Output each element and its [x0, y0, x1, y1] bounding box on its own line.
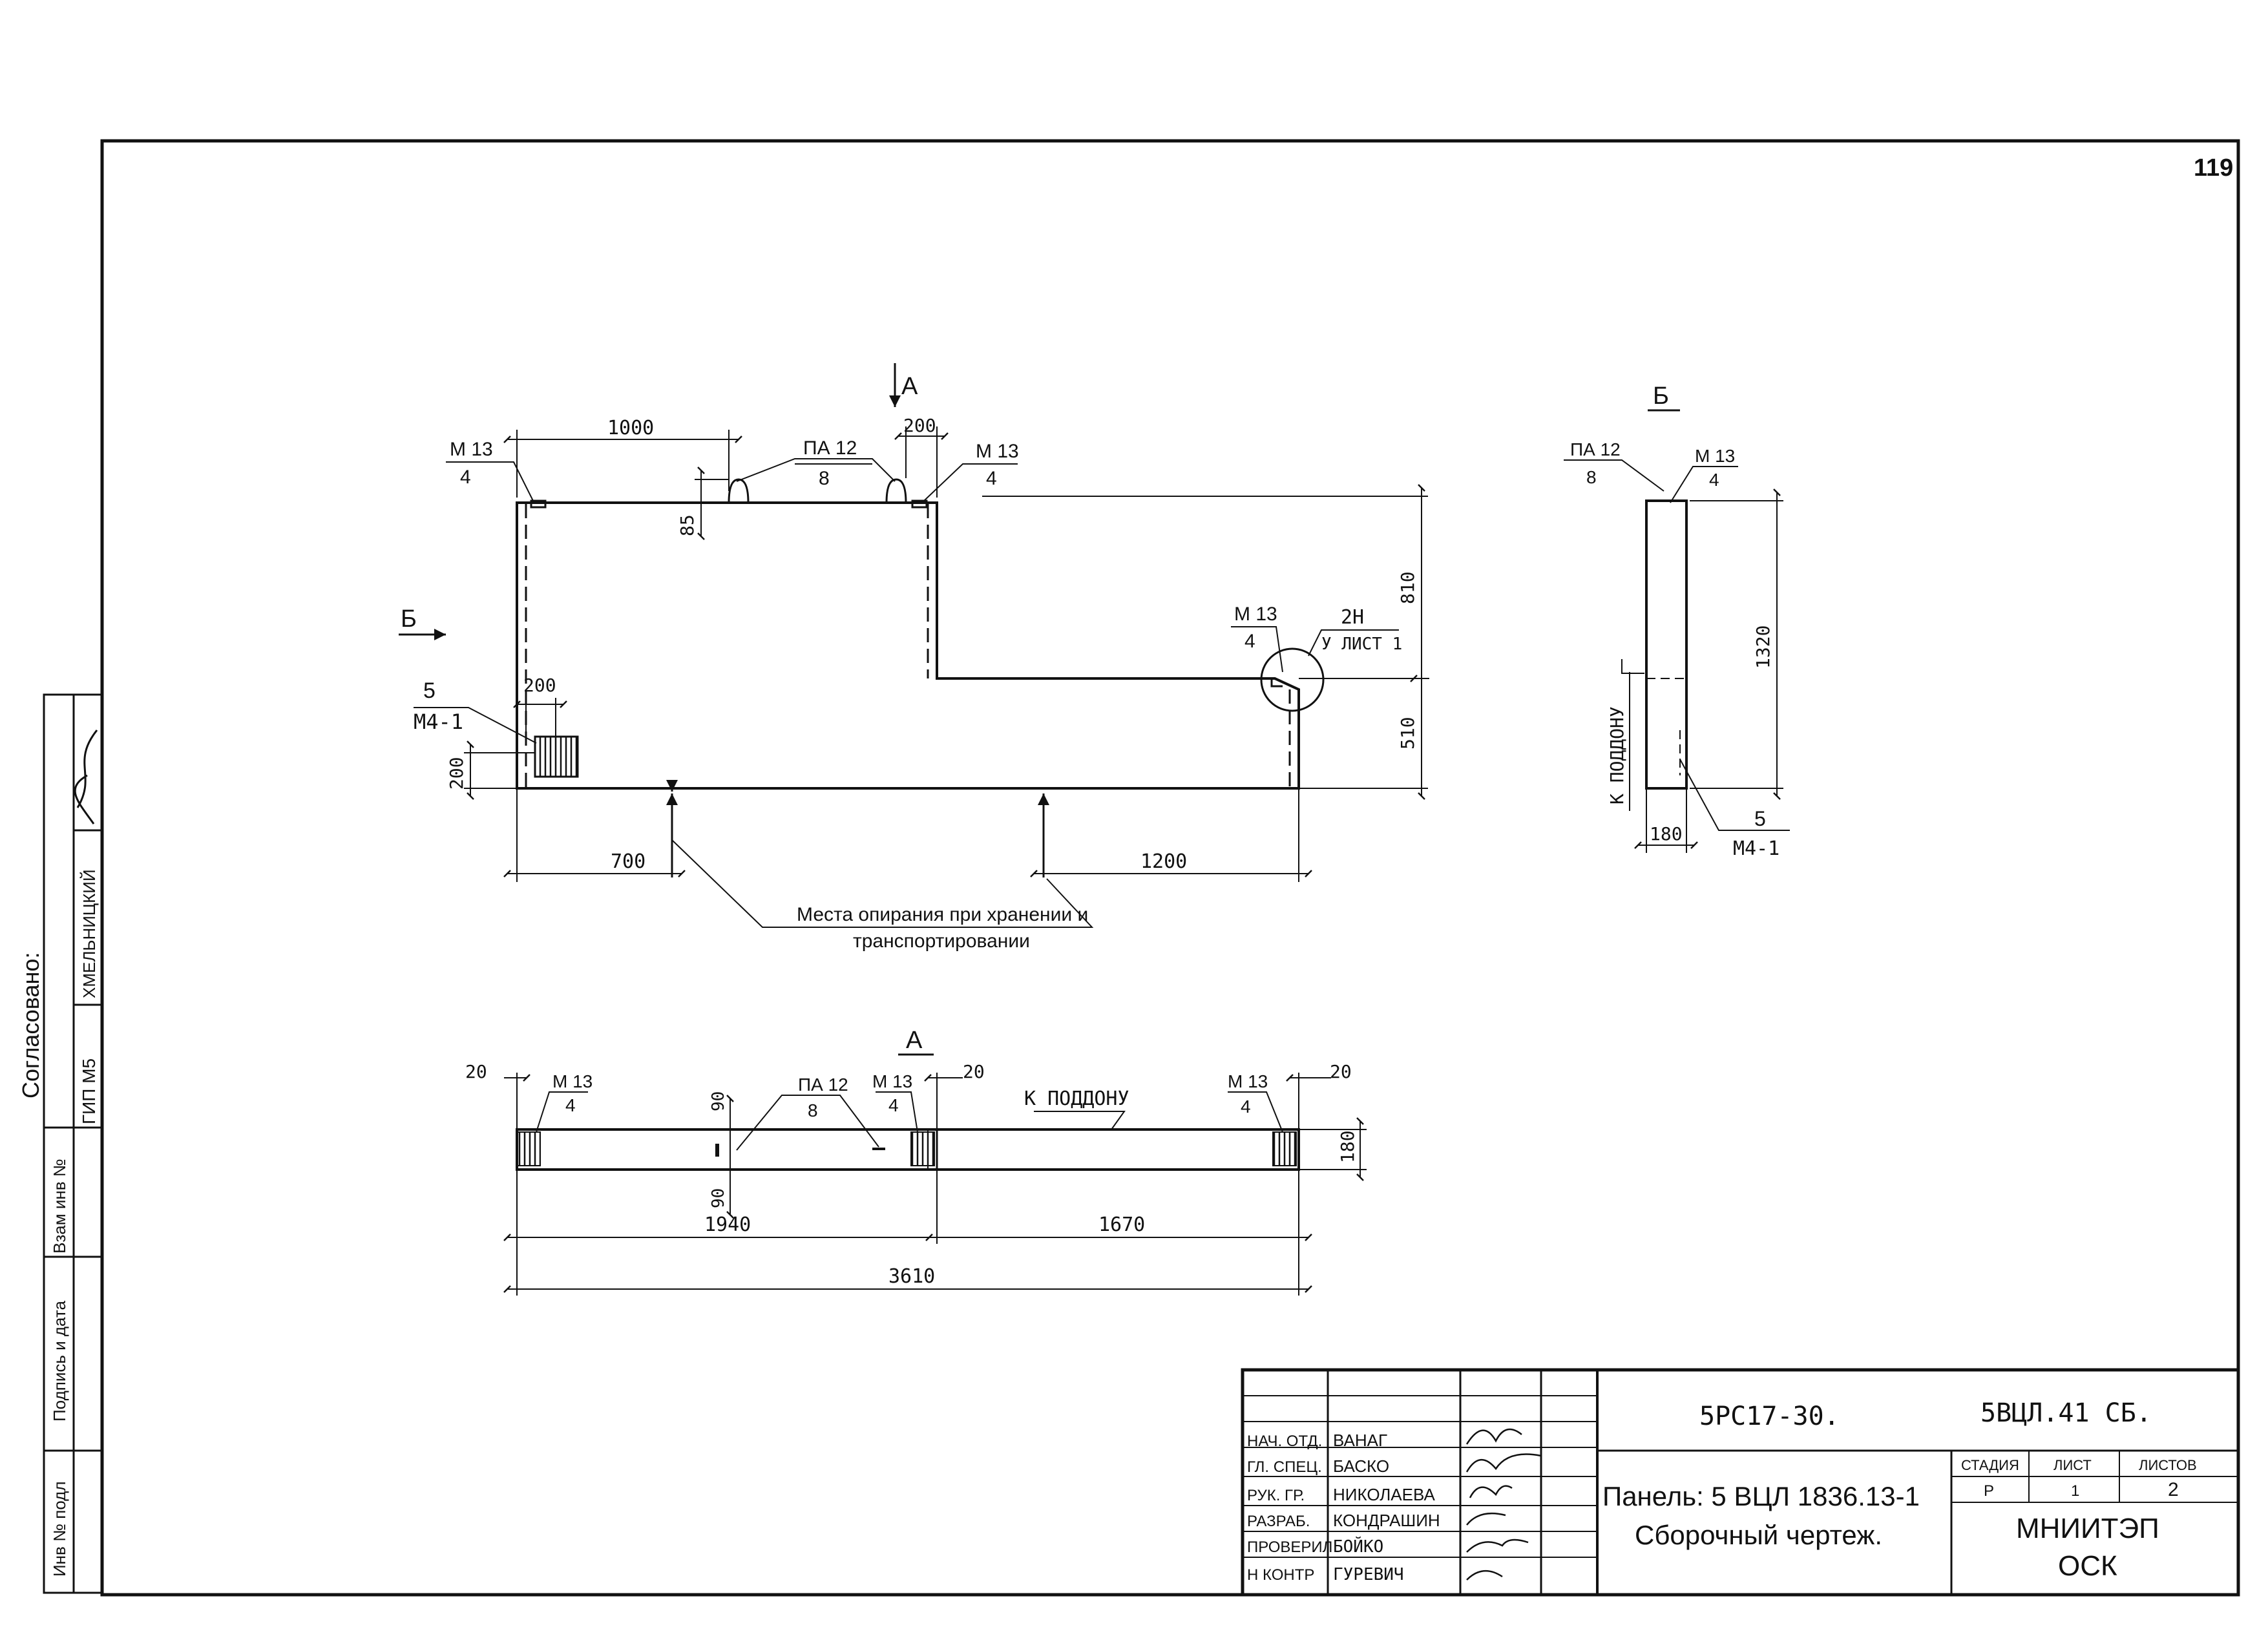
plan-m13-3-qty: 4 [1241, 1097, 1251, 1117]
side-m41: М4-1 [1733, 837, 1780, 860]
role-6: Н КОНТР [1247, 1566, 1314, 1584]
stage-label: СТАДИЯ [1961, 1457, 2019, 1473]
page-number: 119 [2194, 154, 2233, 182]
plan-dim-1940: 1940 [704, 1213, 751, 1236]
agreed-name: ХМЕЛЬНИЦКИЙ [79, 869, 99, 998]
plan-m13-2-qty: 4 [888, 1095, 899, 1115]
org-name-1: МНИИТЭП [2016, 1513, 2159, 1544]
role-3: РУК. ГР. [1247, 1487, 1305, 1504]
main-elevation-view: А Б 1000 200 85 810 510 200 [399, 363, 1429, 952]
name-4: КОНДРАШИН [1333, 1511, 1440, 1530]
dim-200-h: 200 [523, 675, 556, 696]
side-m13: М 13 [1695, 446, 1735, 466]
side-dim-1320: 1320 [1752, 625, 1774, 669]
agreed-label: Согласовано: [17, 952, 44, 1098]
support-note-line1: Места опирания при хранении и [797, 904, 1088, 925]
role-4: РАЗРАБ. [1247, 1513, 1310, 1530]
sheet-value: 1 [2071, 1482, 2079, 1500]
callout-m13-mid: М 13 [1234, 604, 1277, 625]
dim-700: 700 [611, 850, 646, 873]
plan-to-pallet: К ПОДДОНУ [1024, 1087, 1129, 1110]
drawing-title-2: Сборочный чертеж. [1635, 1520, 1882, 1550]
stage-value: Р [1984, 1482, 1994, 1500]
callout-m13-mid-qty: 4 [1244, 631, 1255, 652]
section-a-mark: А [901, 373, 918, 400]
sheets-value: 2 [2168, 1479, 2179, 1500]
dim-200-v: 200 [446, 757, 467, 790]
callout-m41-qty: 5 [423, 678, 436, 703]
plan-pa12: ПА 12 [798, 1075, 848, 1095]
side-to-pallet: К ПОДДОНУ [1606, 706, 1628, 804]
callout-node: 2Н [1341, 606, 1364, 629]
callout-m13-right-qty: 4 [986, 468, 997, 489]
plan-m13-1: М 13 [552, 1071, 593, 1091]
name-6: ГУРЕВИЧ [1333, 1565, 1404, 1584]
plan-dim-90-bottom: 90 [709, 1188, 728, 1208]
plan-view-a: А 20 20 20 М 13 4 ПА 12 8 М 13 4 К ПОДДО… [465, 1027, 1367, 1296]
plan-dim-180: 180 [1337, 1130, 1358, 1163]
dim-85: 85 [677, 514, 698, 536]
plan-dim-20-left: 20 [465, 1061, 487, 1082]
callout-m13-left: М 13 [450, 439, 493, 460]
doc-code-1: 5РС17-30. [1699, 1402, 1840, 1431]
sheet-label: ЛИСТ [2053, 1457, 2092, 1473]
plan-dim-20-mid: 20 [963, 1061, 985, 1082]
title-block: НАЧ. ОТД. ГЛ. СПЕЦ. РУК. ГР. РАЗРАБ. ПРО… [1241, 1368, 2240, 1597]
signatures [1465, 1428, 1542, 1581]
name-3: НИКОЛАЕВА [1333, 1485, 1435, 1504]
side-dim-180: 180 [1650, 823, 1683, 845]
dim-200-top: 200 [903, 415, 936, 436]
side-view-b: Б ПА 12 8 М 13 4 1320 180 К ПОДДОНУ 5 М4… [1564, 383, 1790, 860]
callout-pa12: ПА 12 [803, 437, 857, 459]
side-view-title: Б [1653, 383, 1669, 410]
name-1: ВАНАГ [1333, 1431, 1387, 1450]
callout-m13-left-qty: 4 [460, 467, 471, 488]
role-2: ГЛ. СПЕЦ. [1247, 1458, 1322, 1476]
plan-dim-1670: 1670 [1098, 1213, 1145, 1236]
plan-m13-1-qty: 4 [565, 1095, 576, 1115]
sign-date-label: Подпись и дата [50, 1300, 69, 1422]
side-m41-qty: 5 [1754, 807, 1766, 830]
org-name-2: ОСК [2058, 1550, 2117, 1582]
plan-dim-20-right: 20 [1330, 1061, 1352, 1082]
dim-1200: 1200 [1140, 850, 1187, 873]
sheets-label: ЛИСТОВ [2139, 1457, 2197, 1473]
section-b-mark: Б [401, 605, 417, 633]
callout-pa12-qty: 8 [819, 468, 830, 489]
drawing-title-1: Панель: 5 ВЦЛ 1836.13-1 [1602, 1481, 1920, 1511]
name-5: БОЙКО [1333, 1536, 1383, 1557]
dim-510: 510 [1397, 717, 1418, 750]
role-1: НАЧ. ОТД. [1247, 1433, 1322, 1450]
callout-m41-ref: М4-1 [414, 709, 463, 734]
plan-dim-3610: 3610 [888, 1265, 935, 1288]
plan-pa12-qty: 8 [808, 1100, 818, 1120]
support-note-line2: транспортировании [853, 930, 1030, 952]
agreed-role: ГИП М5 [79, 1058, 99, 1124]
plan-dim-90-top: 90 [709, 1091, 728, 1111]
side-m13-qty: 4 [1709, 470, 1719, 490]
dim-810: 810 [1397, 571, 1418, 604]
plan-m13-3: М 13 [1228, 1071, 1268, 1091]
name-2: БАСКО [1333, 1456, 1389, 1476]
plan-view-title: А [906, 1027, 923, 1054]
side-pa12-qty: 8 [1586, 467, 1597, 487]
callout-m13-right: М 13 [976, 441, 1019, 462]
role-5: ПРОВЕРИЛ [1247, 1539, 1332, 1556]
left-strip: Взам инв № Подпись и дата Инв № подл ГИП… [17, 693, 103, 1594]
panel-outline [516, 501, 1300, 790]
replaced-inv-label: Взам инв № [50, 1159, 69, 1254]
inv-orig-label: Инв № подл [50, 1481, 69, 1577]
callout-node-sheet: У ЛИСТ 1 [1321, 635, 1402, 654]
dim-1000: 1000 [607, 417, 654, 439]
plan-m13-2: М 13 [872, 1071, 912, 1091]
side-pa12: ПА 12 [1570, 439, 1621, 459]
signature-mark [74, 730, 98, 824]
doc-code-2: 5ВЦЛ.41 СБ. [1980, 1398, 2152, 1428]
